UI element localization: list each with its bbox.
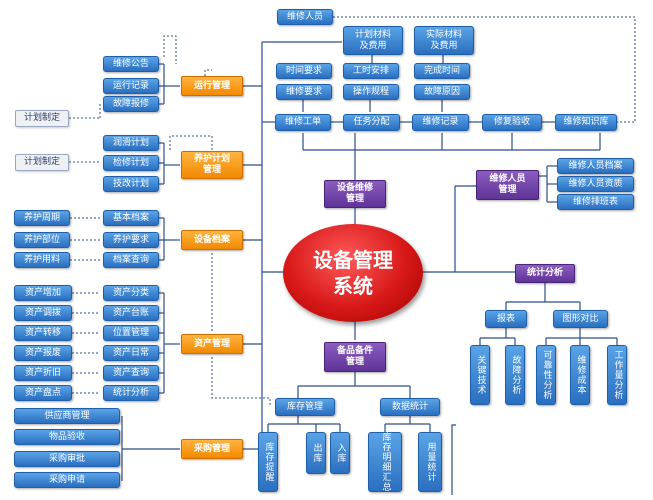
item-basic-archive[interactable]: 基本档案 <box>103 210 159 226</box>
module-data-stats[interactable]: 数据统计 <box>380 398 440 416</box>
top-repair-req[interactable]: 维修要求 <box>276 84 332 100</box>
module-maintenance-plan[interactable]: 养护计划 管理 <box>181 151 243 179</box>
external-maintenance-material[interactable]: 养护用料 <box>14 252 70 268</box>
top-time-req[interactable]: 时间要求 <box>276 63 332 79</box>
external-asset-transfer[interactable]: 资产转移 <box>14 325 72 341</box>
external-asset-scrap[interactable]: 资产报废 <box>14 345 72 361</box>
stats-report[interactable]: 报表 <box>485 310 527 328</box>
flow-repair-record[interactable]: 维修记录 <box>412 114 469 131</box>
inventory-in[interactable]: 入库 <box>330 432 350 474</box>
item-purchase-request[interactable]: 采购申请 <box>14 472 120 488</box>
module-equipment-repair[interactable]: 设备维修 管理 <box>324 180 386 208</box>
item-goods-acceptance[interactable]: 物品验收 <box>14 429 120 445</box>
stats-reliability[interactable]: 可靠性分析 <box>536 345 556 405</box>
stats-graph[interactable]: 图形对比 <box>553 310 608 328</box>
module-statistics[interactable]: 统计分析 <box>515 264 575 283</box>
item-staff-qualification[interactable]: 维修人员资质 <box>557 176 634 192</box>
external-asset-inventory[interactable]: 资产盘点 <box>14 385 72 401</box>
data-stock-summary[interactable]: 库存明细汇总 <box>368 432 402 492</box>
item-asset-category[interactable]: 资产分类 <box>103 285 159 301</box>
module-equipment-archive[interactable]: 设备档案 <box>181 230 243 250</box>
item-purchase-approval[interactable]: 采购审批 <box>14 451 120 467</box>
stats-key-tech[interactable]: 关键技术 <box>470 345 490 405</box>
external-asset-add[interactable]: 资产增加 <box>14 285 72 301</box>
module-inventory[interactable]: 库存管理 <box>275 398 335 416</box>
item-asset-stats[interactable]: 统计分析 <box>103 385 159 401</box>
flow-work-order[interactable]: 维修工单 <box>275 114 331 131</box>
item-overhaul-plan[interactable]: 检修计划 <box>103 155 159 171</box>
stats-repair-cost[interactable]: 维修成本 <box>570 345 590 405</box>
inventory-out[interactable]: 出库 <box>306 432 326 474</box>
module-asset[interactable]: 资产管理 <box>181 334 243 354</box>
item-fault-report[interactable]: 故障报修 <box>103 96 159 112</box>
external-maintenance-part[interactable]: 养护部位 <box>14 232 70 248</box>
module-operation[interactable]: 运行管理 <box>181 76 243 96</box>
top-plan-material[interactable]: 计划材料 及费用 <box>343 26 403 55</box>
data-usage-stats[interactable]: 用量统计 <box>418 432 442 492</box>
item-supplier-mgmt[interactable]: 供应商管理 <box>14 408 120 424</box>
item-location-mgmt[interactable]: 位置管理 <box>103 325 159 341</box>
item-techmod-plan[interactable]: 技改计划 <box>103 176 159 192</box>
item-archive-query[interactable]: 档案查询 <box>103 252 159 268</box>
external-plan-operation[interactable]: 计划制定 <box>15 110 69 127</box>
external-maintenance-cycle[interactable]: 养护周期 <box>14 210 70 226</box>
item-run-record[interactable]: 运行记录 <box>103 78 159 94</box>
external-asset-allocate[interactable]: 资产调拨 <box>14 305 72 321</box>
flow-task-assign[interactable]: 任务分配 <box>343 114 400 131</box>
top-work-arrange[interactable]: 工时安排 <box>343 63 399 79</box>
flow-repair-acceptance[interactable]: 修复验收 <box>482 114 542 131</box>
top-fault-cause[interactable]: 故障原因 <box>414 84 470 100</box>
top-actual-material[interactable]: 实际材料 及费用 <box>414 26 474 55</box>
item-asset-query[interactable]: 资产查询 <box>103 365 159 381</box>
stats-workload[interactable]: 工作量分析 <box>607 345 627 405</box>
item-asset-ledger[interactable]: 资产台账 <box>103 305 159 321</box>
item-asset-daily[interactable]: 资产日常 <box>103 345 159 361</box>
external-plan-maintenance[interactable]: 计划制定 <box>15 154 69 171</box>
item-repair-notice[interactable]: 维修公告 <box>103 56 159 72</box>
stats-fault-analysis[interactable]: 故障分析 <box>505 345 525 405</box>
module-repair-staff[interactable]: 维修人员 管理 <box>476 170 539 200</box>
item-staff-schedule[interactable]: 维修排班表 <box>557 194 634 210</box>
flow-knowledge-base[interactable]: 维修知识库 <box>555 114 617 131</box>
module-spare-parts[interactable]: 备品备件 管理 <box>324 342 386 372</box>
module-purchase[interactable]: 采购管理 <box>181 439 243 459</box>
top-finish-time[interactable]: 完成时间 <box>414 63 470 79</box>
item-maintenance-req[interactable]: 养护要求 <box>103 232 159 248</box>
external-asset-depreciation[interactable]: 资产折旧 <box>14 365 72 381</box>
item-lubrication-plan[interactable]: 润滑计划 <box>103 135 159 151</box>
center-system[interactable]: 设备管理 系统 <box>283 224 423 322</box>
top-operation-rule[interactable]: 操作规程 <box>343 84 399 100</box>
center-title: 设备管理 系统 <box>313 248 393 298</box>
top-repair-staff[interactable]: 维修人员 <box>277 9 333 25</box>
inventory-reminder[interactable]: 库存提醒 <box>258 432 278 492</box>
item-staff-archive[interactable]: 维修人员档案 <box>557 158 634 174</box>
